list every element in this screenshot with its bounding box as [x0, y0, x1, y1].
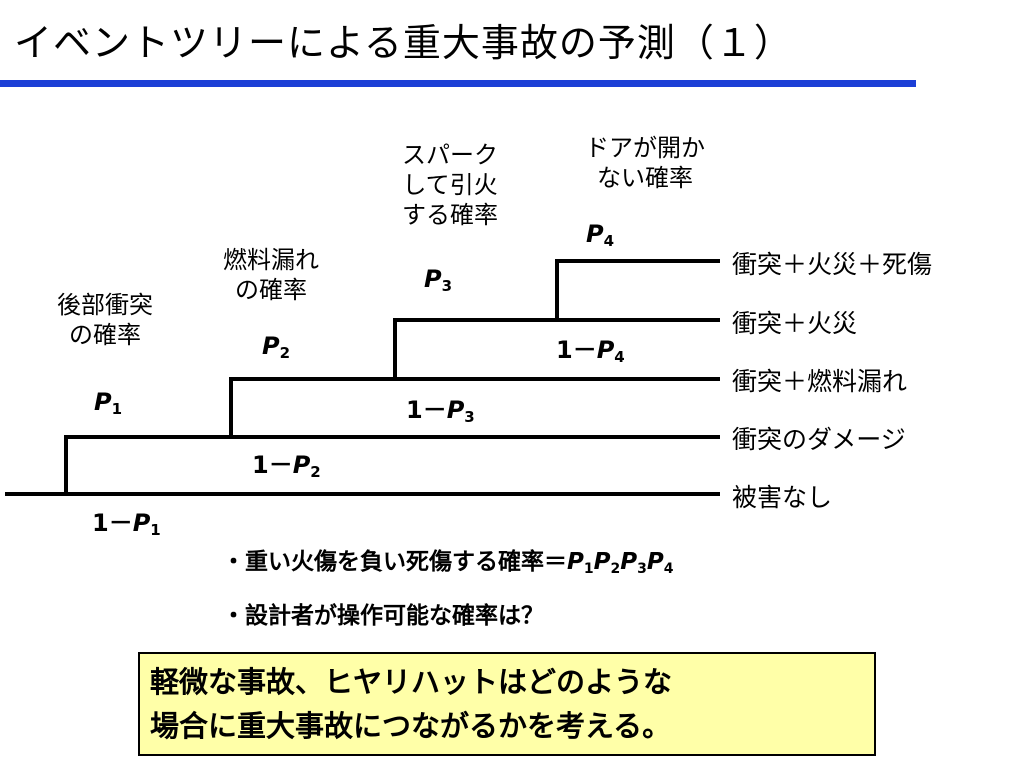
label-p4: P4 [586, 220, 615, 250]
outcome-damage: 衝突のダメージ [732, 425, 906, 454]
outcome-fuel-leak: 衝突＋燃料漏れ [732, 367, 908, 396]
page-title: イベントツリーによる重大事故の予測（１） [14, 21, 793, 65]
header-spark-ignition: スパークして引火する確率 [402, 141, 498, 229]
header-rear-collision: 後部衝突の確率 [57, 291, 153, 349]
label-1-minus-p2: 1－P2 [252, 451, 321, 481]
callout-box: 軽微な事故、ヒヤリハットはどのような 場合に重大事故につながるかを考える。 [138, 652, 876, 756]
label-1-minus-p3: 1－P3 [406, 396, 475, 426]
header-door-fails: ドアが開かない確率 [585, 134, 705, 192]
outcome-fire-injury: 衝突＋火災＋死傷 [732, 250, 933, 279]
bullet-designer-question: ・設計者が操作可能な確率は？ [222, 603, 544, 629]
callout-line-1: 軽微な事故、ヒヤリハットはどのような [150, 665, 673, 699]
label-1-minus-p4: 1－P4 [556, 336, 625, 366]
header-fuel-leak: 燃料漏れの確率 [223, 246, 319, 304]
callout-line-2: 場合に重大事故につながるかを考える。 [150, 709, 672, 743]
label-p2: P2 [262, 332, 291, 362]
label-p1: P1 [94, 388, 123, 418]
label-1-minus-p1: 1－P1 [92, 509, 161, 539]
outcome-no-damage: 被害なし [732, 483, 833, 512]
title-underline [0, 80, 916, 87]
bullet-injury-probability: ・重い火傷を負い死傷する確率＝P1P2P3P4 [222, 549, 674, 577]
outcome-fire: 衝突＋火災 [732, 309, 858, 338]
label-p3: P3 [424, 265, 453, 295]
